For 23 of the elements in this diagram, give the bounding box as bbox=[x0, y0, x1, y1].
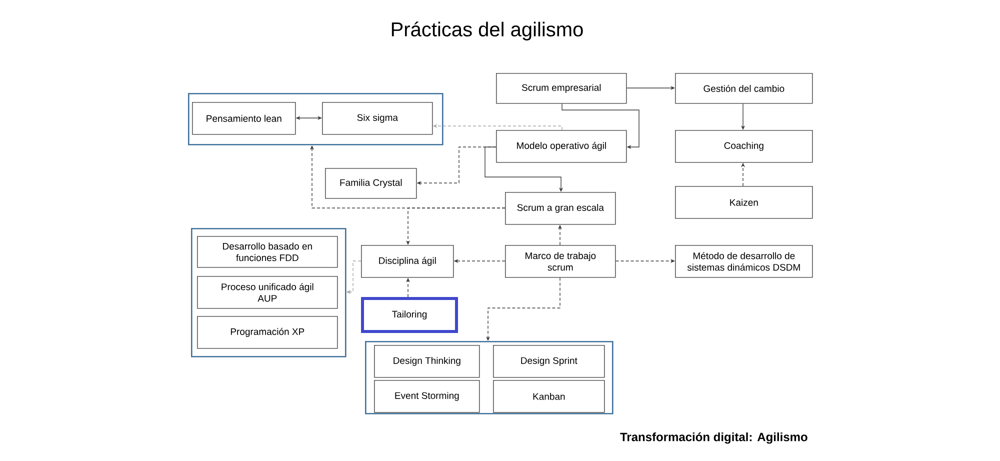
process-box: Kaizen bbox=[675, 186, 813, 219]
highlighted-box: Tailoring bbox=[361, 297, 458, 333]
process-box: Design Thinking bbox=[374, 345, 480, 378]
process-box: Método de desarrollo de sistemas dinámicos DSDM bbox=[675, 245, 813, 278]
process-box: Familia Crystal bbox=[325, 168, 417, 199]
process-box: Marco de trabajo scrum bbox=[505, 245, 616, 278]
title: Prácticas del agilismo bbox=[392, 22, 583, 40]
process-box: Modelo operativo ágil bbox=[496, 130, 627, 163]
process-box: Event Storming bbox=[374, 380, 480, 413]
process-box: Design Sprint bbox=[493, 345, 605, 378]
process-box: Kanban bbox=[493, 380, 605, 413]
process-box: Pensamiento lean bbox=[192, 102, 296, 135]
process-box: Desarrollo basado en funciones FDD bbox=[197, 236, 338, 268]
process-box: Scrum empresarial bbox=[496, 73, 627, 104]
process-box: Scrum a gran escala bbox=[505, 192, 616, 225]
caption: Transformación digital: Agilismo bbox=[620, 432, 808, 444]
process-box: Gestión del cambio bbox=[675, 73, 813, 104]
arrow bbox=[562, 103, 640, 150]
process-box: Six sigma bbox=[322, 102, 433, 135]
process-box: Disciplina ágil bbox=[361, 245, 454, 278]
process-box: Proceso unificado ágil AUP bbox=[197, 276, 338, 309]
process-box: Coaching bbox=[675, 130, 813, 163]
process-box: Programación XP bbox=[197, 316, 338, 349]
